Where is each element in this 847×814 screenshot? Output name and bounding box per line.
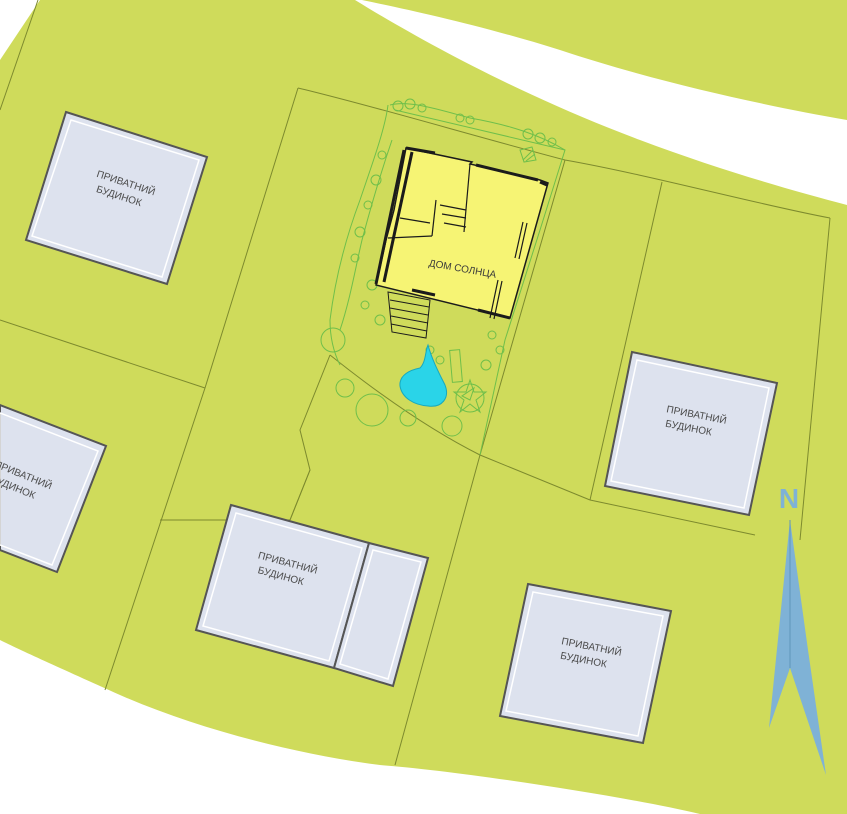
north-arrow: N — [769, 483, 826, 775]
neighbor-house-bottom-right: ПРИВАТНИЙ БУДИНОК — [498, 582, 673, 745]
neighbor-house-top-left: ПРИВАТНИЙ БУДИНОК — [24, 110, 209, 286]
landscaping — [320, 98, 566, 456]
north-arrow-letter: N — [779, 483, 799, 514]
pond — [399, 343, 447, 407]
entry-stairs — [387, 291, 431, 339]
neighbor-house-right: ПРИВАТНИЙ БУДИНОК — [603, 350, 779, 517]
neighbor-house-mid-left: ПРИВАТНИЙ БУДИНОК — [0, 403, 108, 574]
ground-strip-north — [362, 0, 847, 120]
neighbor-house-bottom-center: ПРИВАТНИЙ БУДИНОК — [194, 503, 430, 688]
main-house: ДОМ СОЛНЦА — [374, 146, 549, 339]
